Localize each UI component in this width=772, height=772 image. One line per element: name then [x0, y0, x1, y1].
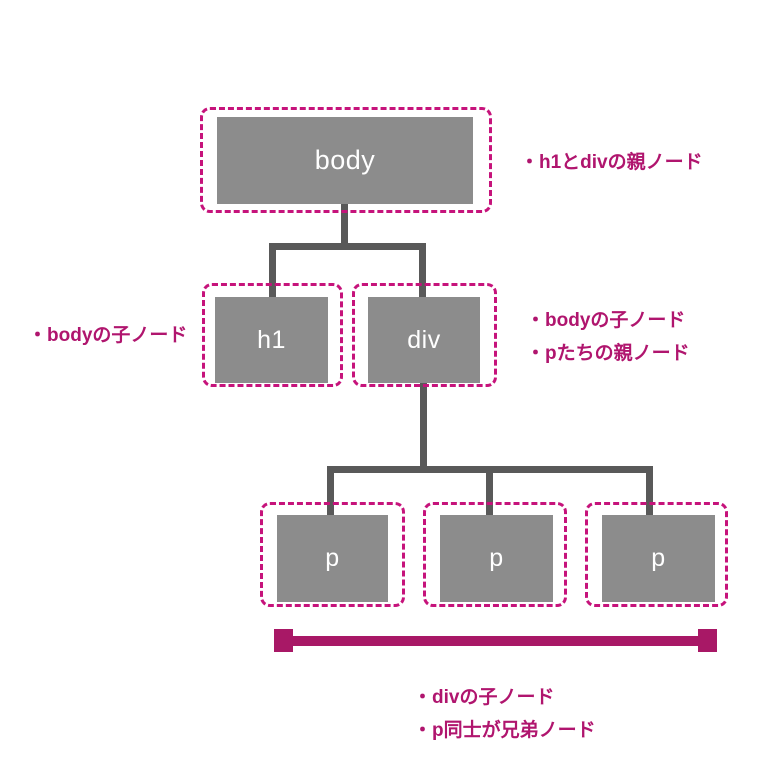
frame-p1 — [260, 502, 405, 607]
frame-p2 — [423, 502, 567, 607]
frame-div — [352, 283, 497, 387]
annotation-bottom-group: ・divの子ノード ・p同士が兄弟ノード — [413, 681, 596, 747]
node-p1: p — [277, 515, 388, 602]
connector-div-down — [420, 381, 427, 473]
annotation-div-parent: ・pたちの親ノード — [526, 343, 690, 364]
annotation-body-parent: ・h1とdivの親ノード — [520, 152, 703, 173]
annotation-p-siblings: ・p同士が兄弟ノード — [413, 720, 596, 741]
sibling-bracket-cap-left — [274, 629, 293, 652]
annotation-p-children: ・divの子ノード — [413, 687, 555, 708]
node-body: body — [217, 117, 473, 204]
node-h1: h1 — [215, 297, 328, 383]
node-p2: p — [440, 515, 553, 602]
connector-to-p2 — [486, 466, 493, 519]
sibling-bracket-line — [280, 636, 712, 646]
connector-top-horizontal — [269, 243, 426, 250]
annotation-div-child: ・bodyの子ノード — [526, 310, 686, 331]
node-div: div — [368, 297, 480, 383]
frame-p3 — [585, 502, 728, 607]
connector-to-p1 — [327, 466, 334, 519]
sibling-bracket-cap-right — [698, 629, 717, 652]
connector-to-h1 — [269, 243, 276, 303]
annotation-div-group: ・bodyの子ノード ・pたちの親ノード — [526, 304, 690, 370]
connector-body-down — [341, 203, 348, 250]
node-p3: p — [602, 515, 715, 602]
frame-body — [200, 107, 492, 213]
frame-h1 — [202, 283, 343, 387]
annotation-h1-child: ・bodyの子ノード — [28, 325, 188, 346]
connector-to-p3 — [646, 466, 653, 519]
connector-to-div — [419, 243, 426, 303]
